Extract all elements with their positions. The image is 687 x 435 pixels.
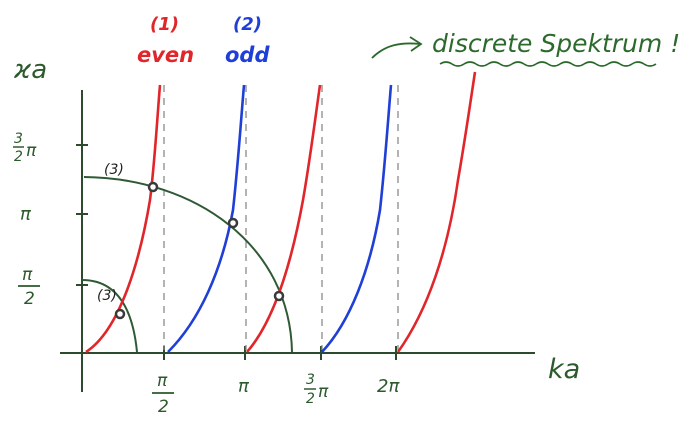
- y-tick-label-three-half-pi: 3 2 π: [13, 131, 37, 165]
- annotation-arrowhead: [409, 36, 423, 52]
- svg-text:3: 3: [14, 131, 23, 147]
- x-tick-label-half-pi: π 2: [152, 371, 174, 417]
- circle-large: [83, 176, 293, 353]
- intersection-point: [147, 181, 159, 193]
- y-axis-label: ϰa: [13, 55, 47, 85]
- svg-text:π: π: [318, 382, 329, 402]
- intersection-point: [273, 290, 285, 302]
- svg-text:π: π: [22, 265, 33, 285]
- intersection-point: [227, 217, 239, 229]
- circle-label-small: (3): [97, 288, 117, 304]
- y-tick-label-pi: π: [20, 204, 32, 225]
- annotation-text: discrete Spektrum !: [432, 29, 680, 58]
- odd-branch-1: [167, 84, 246, 353]
- x-tick-label-two-pi: 2π: [377, 376, 400, 397]
- odd-label: odd: [225, 43, 270, 67]
- even-branch-2: [246, 84, 322, 353]
- even-branch-1: [85, 84, 162, 354]
- svg-text:2: 2: [24, 289, 35, 309]
- svg-text:3: 3: [306, 372, 315, 388]
- svg-text:π: π: [157, 371, 168, 391]
- circle-label-large: (3): [104, 162, 124, 178]
- x-axis-label: ka: [548, 354, 580, 385]
- svg-text:2: 2: [158, 397, 169, 417]
- svg-text:π: π: [26, 141, 37, 161]
- x-tick-label-three-half-pi: 3 2 π: [304, 372, 329, 407]
- circle-small: [81, 279, 138, 353]
- even-branch-3: [396, 71, 477, 353]
- even-index-label: (1): [150, 14, 179, 35]
- intersection-point: [114, 308, 126, 320]
- svg-text:2: 2: [14, 149, 23, 165]
- x-tick-label-pi: π: [238, 376, 250, 397]
- svg-text:2: 2: [306, 391, 315, 407]
- y-tick-label-half-pi: π 2: [18, 265, 40, 309]
- odd-index-label: (2): [233, 14, 262, 35]
- odd-branch-2: [321, 84, 393, 353]
- even-label: even: [137, 43, 194, 67]
- annotation-underline: [439, 61, 657, 67]
- annotation-arrow: [371, 42, 421, 59]
